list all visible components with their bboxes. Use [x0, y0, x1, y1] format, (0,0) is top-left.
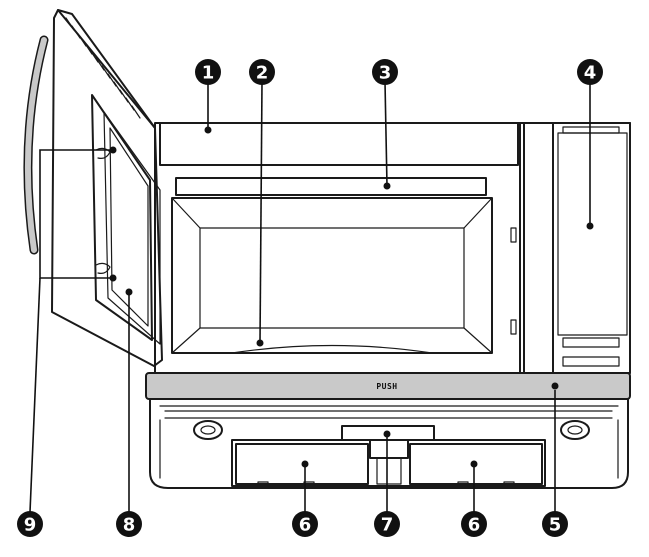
- callout-4: 4: [577, 59, 603, 85]
- cooktop-light-left: [193, 420, 223, 440]
- latch-slot-upper: [510, 227, 517, 243]
- door-handle-bar: [145, 372, 631, 400]
- bottom-housing: [149, 398, 629, 489]
- callout-4-label: 4: [584, 63, 597, 84]
- door-window: [109, 127, 149, 327]
- callout-2-label: 2: [256, 63, 269, 84]
- callout-5: 5: [542, 511, 568, 537]
- vent-grille-top: [159, 122, 519, 166]
- light-strip: [175, 177, 487, 196]
- turntable: [231, 344, 433, 354]
- callout-1-label: 1: [202, 63, 215, 84]
- callout-6-right-label: 6: [468, 515, 481, 536]
- cabinet: PUSH: [145, 122, 631, 400]
- door-handle: [24, 37, 47, 253]
- grease-filter-right: [409, 443, 543, 485]
- push-label: PUSH: [376, 382, 397, 391]
- oven-cavity: [171, 197, 493, 354]
- callout-2: 2: [249, 59, 275, 85]
- latch-slot-lower: [510, 319, 517, 335]
- callout-5-label: 5: [549, 515, 562, 536]
- callout-6-left: 6: [292, 511, 318, 537]
- callout-8: 8: [116, 511, 142, 537]
- center-latch: [341, 425, 435, 485]
- callout-9-label: 9: [24, 515, 37, 536]
- callout-6-left-label: 6: [299, 515, 312, 536]
- open-door: [23, 9, 163, 367]
- control-panel: [552, 122, 631, 374]
- leader-lines: [29, 81, 594, 513]
- callout-8-label: 8: [123, 515, 136, 536]
- callout-1: 1: [195, 59, 221, 85]
- callout-7-label: 7: [381, 515, 394, 536]
- callout-3-label: 3: [379, 63, 392, 84]
- callout-6-right: 6: [461, 511, 487, 537]
- grease-filter-left: [235, 443, 369, 485]
- callout-9: 9: [17, 511, 43, 537]
- callout-3: 3: [372, 59, 398, 85]
- cooktop-light-right: [560, 420, 590, 440]
- callout-7: 7: [374, 511, 400, 537]
- door-edge-ribs: [65, 17, 141, 119]
